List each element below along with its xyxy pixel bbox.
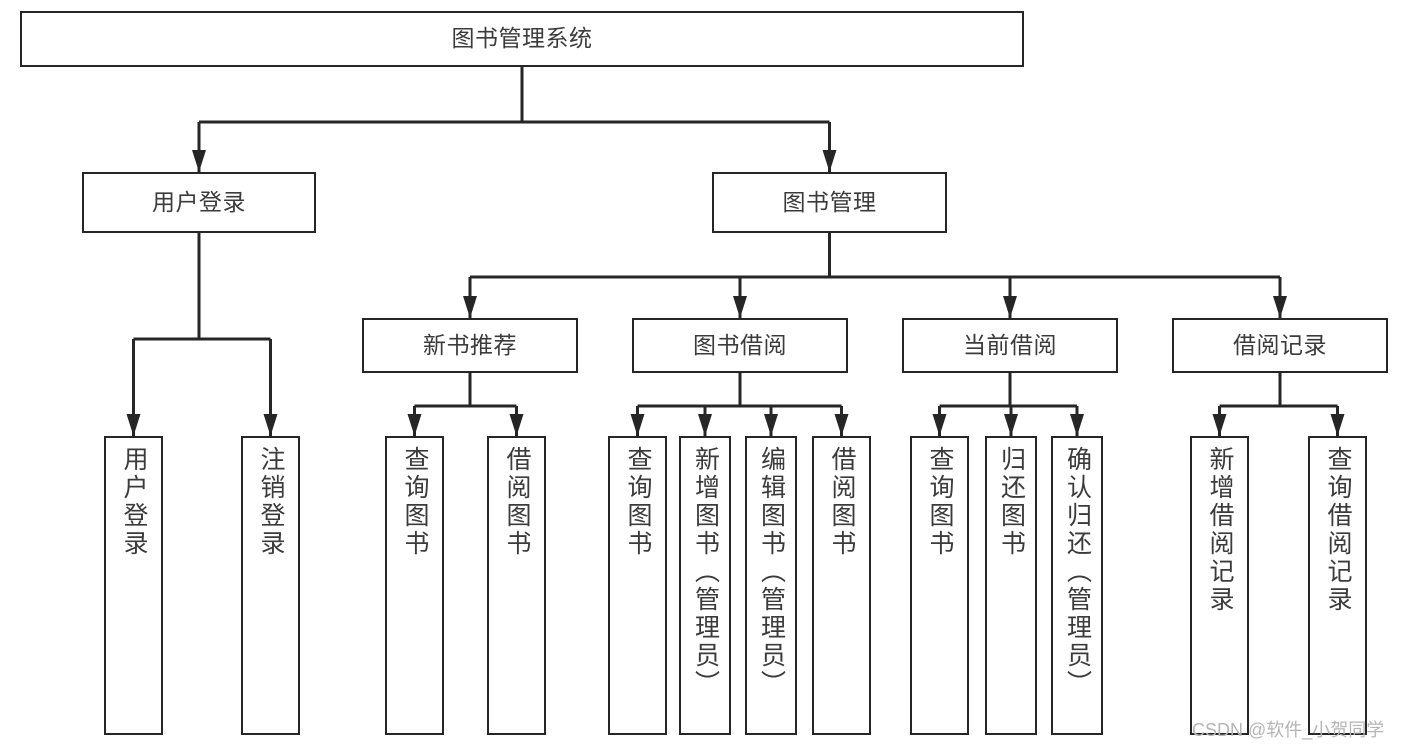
- node-borrow: 图书借阅: [632, 318, 848, 373]
- node-bookmgmt: 图书管理: [712, 172, 947, 233]
- node-label: 用户登录: [152, 188, 246, 215]
- node-label: 当前借阅: [963, 331, 1057, 358]
- node-leaf-add-book: 新增图书（管理员）: [679, 436, 731, 735]
- edge-arrowhead: [698, 414, 712, 436]
- edge-arrowhead: [733, 296, 747, 318]
- node-leaf-query-record: 查询借阅记录: [1308, 436, 1367, 735]
- node-label: 图书管理系统: [451, 25, 593, 52]
- node-label: 借阅图书: [503, 446, 531, 558]
- edge-arrowhead: [1212, 414, 1227, 436]
- node-leaf-logout-login: 注销登录: [241, 436, 300, 735]
- node-label: 确认归还（管理员）: [1063, 446, 1092, 698]
- node-leaf-borrow-book-2: 借阅图书: [812, 436, 871, 735]
- node-label: 图书借阅: [693, 331, 787, 358]
- node-leaf-borrow-book-1: 借阅图书: [487, 436, 546, 735]
- watermark-label: CSDN @软件_小贺同学: [1192, 720, 1385, 740]
- node-newbook: 新书推荐: [362, 318, 578, 373]
- edge-arrowhead: [630, 414, 645, 436]
- edge-arrowhead: [126, 414, 141, 436]
- node-label: 查询图书: [624, 446, 652, 558]
- edge-arrowhead: [463, 296, 477, 318]
- node-label: 查询图书: [401, 446, 429, 558]
- node-label: 新增借阅记录: [1206, 446, 1234, 614]
- edge-arrowhead: [1004, 414, 1018, 436]
- node-leaf-add-record: 新增借阅记录: [1190, 436, 1249, 735]
- edge-arrowhead: [509, 414, 524, 436]
- edge-arrowhead: [263, 414, 278, 436]
- node-leaf-query-book-1: 查询图书: [385, 436, 444, 735]
- node-label: 注销登录: [257, 446, 285, 558]
- edge-arrowhead: [822, 150, 837, 172]
- edge-arrowhead: [1330, 414, 1345, 436]
- node-leaf-edit-book: 编辑图书（管理员）: [745, 436, 797, 735]
- node-leaf-return-book: 归还图书: [985, 436, 1037, 735]
- node-leaf-query-book-3: 查询图书: [910, 436, 969, 735]
- node-label: 图书管理: [782, 188, 877, 215]
- node-label: 借阅图书: [828, 446, 856, 558]
- node-label: 新增图书（管理员）: [691, 446, 720, 698]
- node-login: 用户登录: [82, 172, 316, 233]
- node-leaf-confirm-return: 确认归还（管理员）: [1051, 436, 1103, 735]
- edge-arrowhead: [834, 414, 849, 436]
- node-current: 当前借阅: [902, 318, 1118, 373]
- node-label: 查询图书: [926, 446, 954, 558]
- node-label: 归还图书: [997, 446, 1026, 558]
- edge-arrowhead: [1070, 414, 1084, 436]
- node-records: 借阅记录: [1172, 318, 1388, 373]
- edge-arrowhead: [764, 414, 778, 436]
- node-leaf-query-book-2: 查询图书: [608, 436, 667, 735]
- node-root: 图书管理系统: [20, 11, 1024, 67]
- node-label: 查询借阅记录: [1324, 446, 1352, 614]
- node-label: 新书推荐: [423, 331, 517, 358]
- edge-arrowhead: [192, 150, 206, 172]
- node-label: 借阅记录: [1233, 331, 1327, 358]
- node-label: 编辑图书（管理员）: [757, 446, 786, 698]
- node-label: 用户登录: [120, 446, 148, 558]
- edge-arrowhead: [932, 414, 947, 436]
- edge-arrowhead: [407, 414, 422, 436]
- node-leaf-user-login: 用户登录: [104, 436, 163, 735]
- edge-arrowhead: [1273, 296, 1287, 318]
- edge-arrowhead: [1003, 296, 1017, 318]
